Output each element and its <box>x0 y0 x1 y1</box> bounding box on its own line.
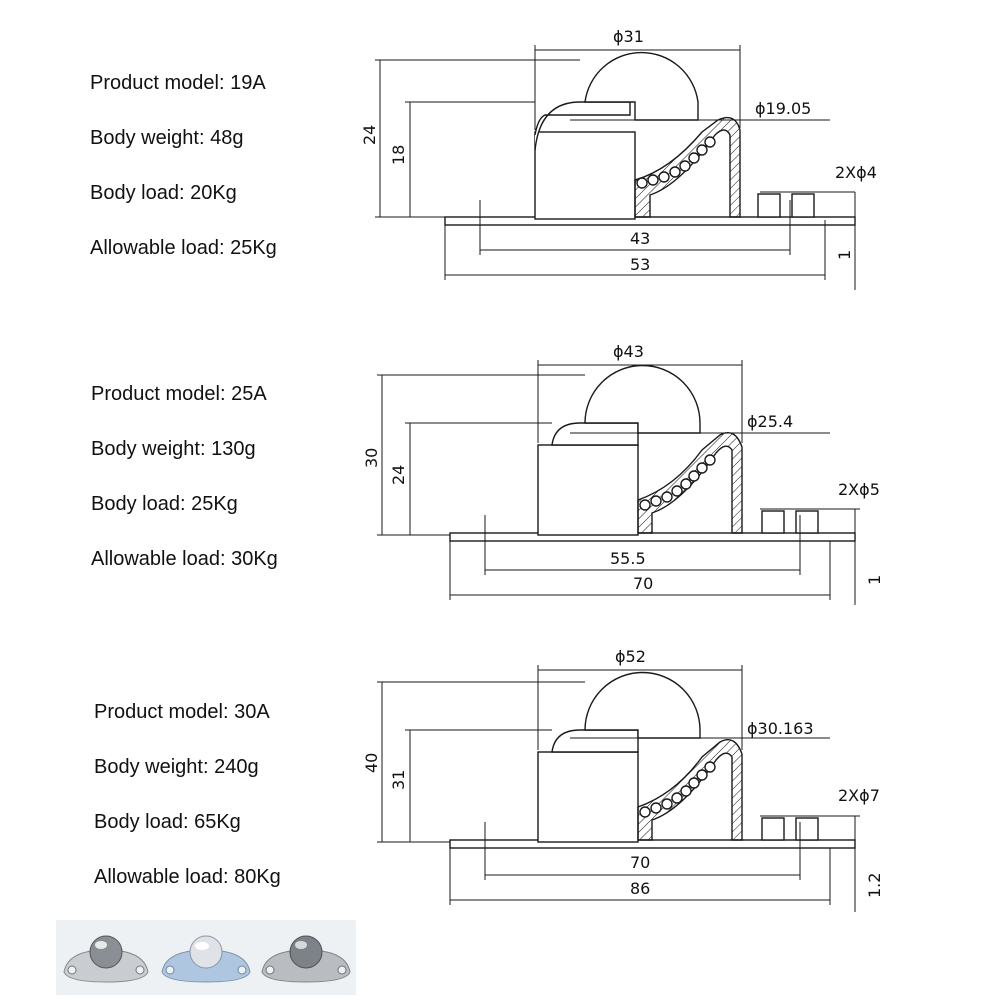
ball-diameter-label: ϕ19.05 <box>755 99 811 118</box>
body-height-label: 24 <box>389 465 408 485</box>
small-balls <box>636 136 716 189</box>
ball-transfer-unit-zinc-icon <box>161 935 251 983</box>
body-outline <box>534 131 636 220</box>
product-model: Product model: 30A <box>94 701 270 723</box>
main-ball <box>584 51 699 121</box>
allowable-load: Allowable load: 80Kg <box>94 866 281 888</box>
ball-transfer-unit-steel-icon <box>261 935 351 983</box>
dimension-lines <box>377 665 860 912</box>
technical-drawing-19a: ϕ31 ϕ19.05 2Xϕ4 43 53 24 18 1 <box>330 20 1000 300</box>
thickness-label: 1 <box>865 575 884 585</box>
body-cap <box>551 729 639 753</box>
total-height-label: 40 <box>362 753 381 773</box>
allowable-load: Allowable load: 30Kg <box>91 548 278 570</box>
dimension-lines <box>377 360 860 605</box>
hole-spacing-label: 70 <box>630 853 650 872</box>
body-weight: Body weight: 48g <box>90 127 244 149</box>
body-load: Body load: 25Kg <box>91 493 238 515</box>
body-height-label: 31 <box>389 770 408 790</box>
outer-diameter-label: ϕ43 <box>613 342 644 361</box>
mount-holes-label: 2Xϕ4 <box>835 163 877 182</box>
body-weight: Body weight: 240g <box>94 756 259 778</box>
total-height-label: 24 <box>360 125 379 145</box>
mount-hole <box>761 817 785 841</box>
hole-spacing-label: 43 <box>630 229 650 248</box>
product-model: Product model: 25A <box>91 383 267 405</box>
mount-hole <box>795 817 819 841</box>
product-model: Product model: 19A <box>90 72 266 94</box>
ball-diameter-label: ϕ25.4 <box>747 412 793 431</box>
mount-holes-label: 2Xϕ5 <box>838 480 880 499</box>
hole-spacing-label: 55.5 <box>610 549 646 568</box>
body-outline <box>537 751 639 843</box>
mount-hole <box>795 510 819 534</box>
total-height-label: 30 <box>362 448 381 468</box>
flange-outline <box>449 839 856 849</box>
technical-drawing-25a: ϕ43 ϕ25.4 2Xϕ5 55.5 70 30 24 1 <box>330 335 1000 615</box>
allowable-load: Allowable load: 25Kg <box>90 237 277 259</box>
small-balls <box>639 761 716 818</box>
body-cap <box>551 422 639 446</box>
ball-transfer-unit-stainless-icon <box>63 935 149 983</box>
flange-length-label: 53 <box>630 255 650 274</box>
thickness-label: 1 <box>835 250 854 260</box>
product-photos <box>56 920 356 995</box>
flange-length-label: 86 <box>630 879 650 898</box>
small-balls <box>639 454 716 511</box>
body-load: Body load: 65Kg <box>94 811 241 833</box>
thickness-label: 1.2 <box>865 873 884 898</box>
main-ball <box>584 671 701 739</box>
mount-hole <box>791 193 815 218</box>
dimension-lines <box>375 45 856 290</box>
flange-outline <box>449 532 856 542</box>
main-ball <box>584 364 701 434</box>
ball-diameter-label: ϕ30.163 <box>747 719 814 738</box>
technical-drawing-30a: ϕ52 ϕ30.163 2Xϕ7 70 86 40 31 1.2 <box>330 640 1000 920</box>
body-load: Body load: 20Kg <box>90 182 237 204</box>
body-height-label: 18 <box>389 145 408 165</box>
body-outline <box>537 444 639 536</box>
flange-length-label: 70 <box>633 574 653 593</box>
outer-diameter-label: ϕ31 <box>613 27 644 46</box>
body-weight: Body weight: 130g <box>91 438 256 460</box>
outer-diameter-label: ϕ52 <box>615 647 646 666</box>
mount-holes-label: 2Xϕ7 <box>838 786 880 805</box>
flange-outline <box>444 216 856 226</box>
mount-hole <box>761 510 785 534</box>
mount-hole <box>757 193 781 218</box>
